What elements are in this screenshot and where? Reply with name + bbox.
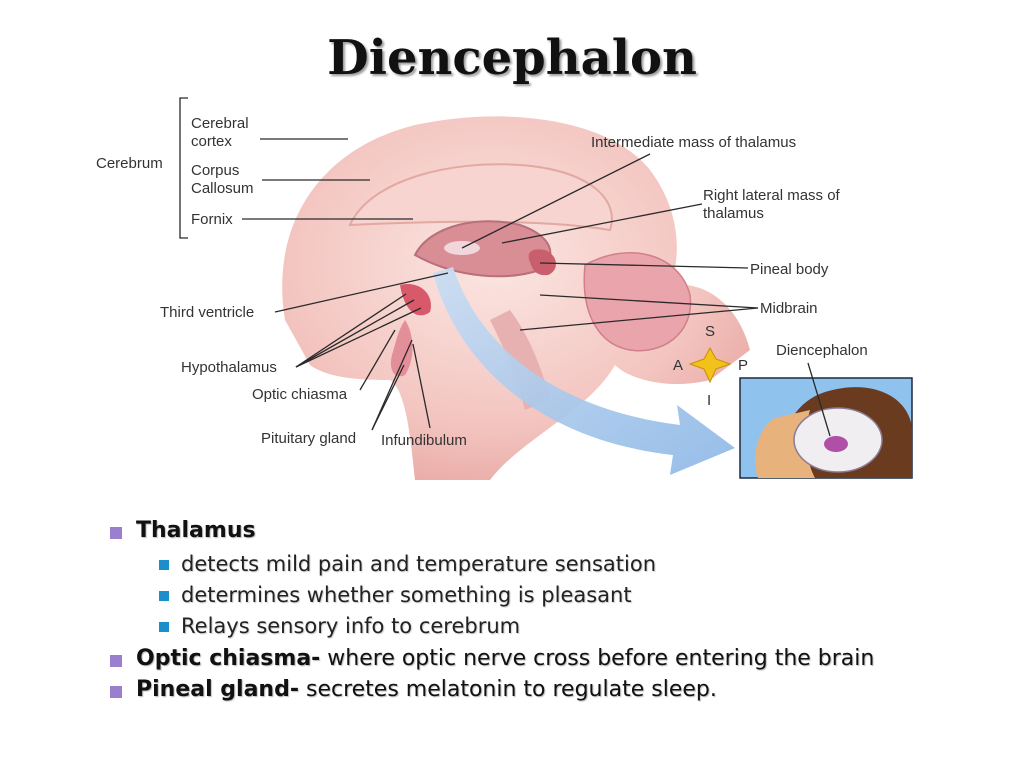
compass-star-icon — [688, 346, 732, 384]
bullet-thalamus: Thalamus — [108, 518, 928, 543]
label-cerebral-cortex-1: Cerebral — [191, 115, 249, 132]
compass-s: S — [705, 323, 715, 340]
diencephalon-diagram: S A P I Cerebrum Cerebral cortex Corpus … — [96, 97, 913, 480]
orientation-compass: S A P I — [673, 323, 748, 409]
bullet-pineal-gland: Pineal gland- secretes melatonin to regu… — [108, 677, 928, 702]
pointer-arrow — [433, 267, 735, 475]
brain-illustration — [282, 116, 750, 480]
label-infundibulum: Infundibulum — [381, 432, 467, 449]
label-intermediate-mass: Intermediate mass of thalamus — [591, 134, 796, 151]
sub-bullet-1: detects mild pain and temperature sensat… — [108, 549, 928, 580]
label-cerebral-cortex-2: cortex — [191, 133, 232, 150]
cerebrum-bracket — [179, 97, 188, 239]
label-optic-chiasma: Optic chiasma — [252, 386, 348, 403]
label-third-ventricle: Third ventricle — [160, 304, 254, 321]
bullet-list: Thalamus detects mild pain and temperatu… — [108, 518, 928, 702]
bullet-optic-head: Optic chiasma- — [136, 646, 321, 671]
label-diencephalon: Diencephalon — [776, 342, 868, 359]
bullet-pineal-text: secretes melatonin to regulate sleep. — [298, 677, 717, 702]
sub-bullet-2: determines whether something is pleasant — [108, 580, 928, 611]
thalamus-shape — [413, 220, 552, 278]
hypothalamus-shape — [400, 284, 431, 316]
label-right-lateral-mass-2: thalamus — [703, 205, 764, 222]
label-right-lateral-mass-1: Right lateral mass of — [703, 187, 841, 204]
compass-p: P — [738, 357, 748, 374]
inset-head-diagram — [739, 377, 913, 479]
sub-bullet-3: Relays sensory info to cerebrum — [108, 611, 928, 642]
label-cerebrum: Cerebrum — [96, 155, 163, 172]
label-pineal-body: Pineal body — [750, 261, 829, 278]
bullet-pineal-head: Pineal gland- — [136, 677, 299, 702]
label-midbrain: Midbrain — [760, 300, 818, 317]
slide-title: Diencephalon — [327, 30, 697, 86]
leader-lines — [242, 138, 831, 437]
inset-diencephalon — [824, 436, 848, 452]
bullet-optic-chiasma: Optic chiasma- where optic nerve cross b… — [108, 646, 928, 671]
label-hypothalamus: Hypothalamus — [181, 359, 277, 376]
bullet-optic-text: where optic nerve cross before entering … — [320, 646, 875, 671]
pituitary-shape — [390, 320, 413, 377]
label-corpus-callosum-2: Callosum — [191, 180, 254, 197]
compass-i: I — [707, 392, 711, 409]
pineal-shape — [528, 249, 556, 276]
bullet-thalamus-head: Thalamus — [136, 518, 256, 543]
label-corpus-callosum-1: Corpus — [191, 162, 239, 179]
label-fornix: Fornix — [191, 211, 233, 228]
cerebellum-shape — [583, 252, 692, 352]
compass-a: A — [673, 357, 683, 374]
label-pituitary-gland: Pituitary gland — [261, 430, 356, 447]
